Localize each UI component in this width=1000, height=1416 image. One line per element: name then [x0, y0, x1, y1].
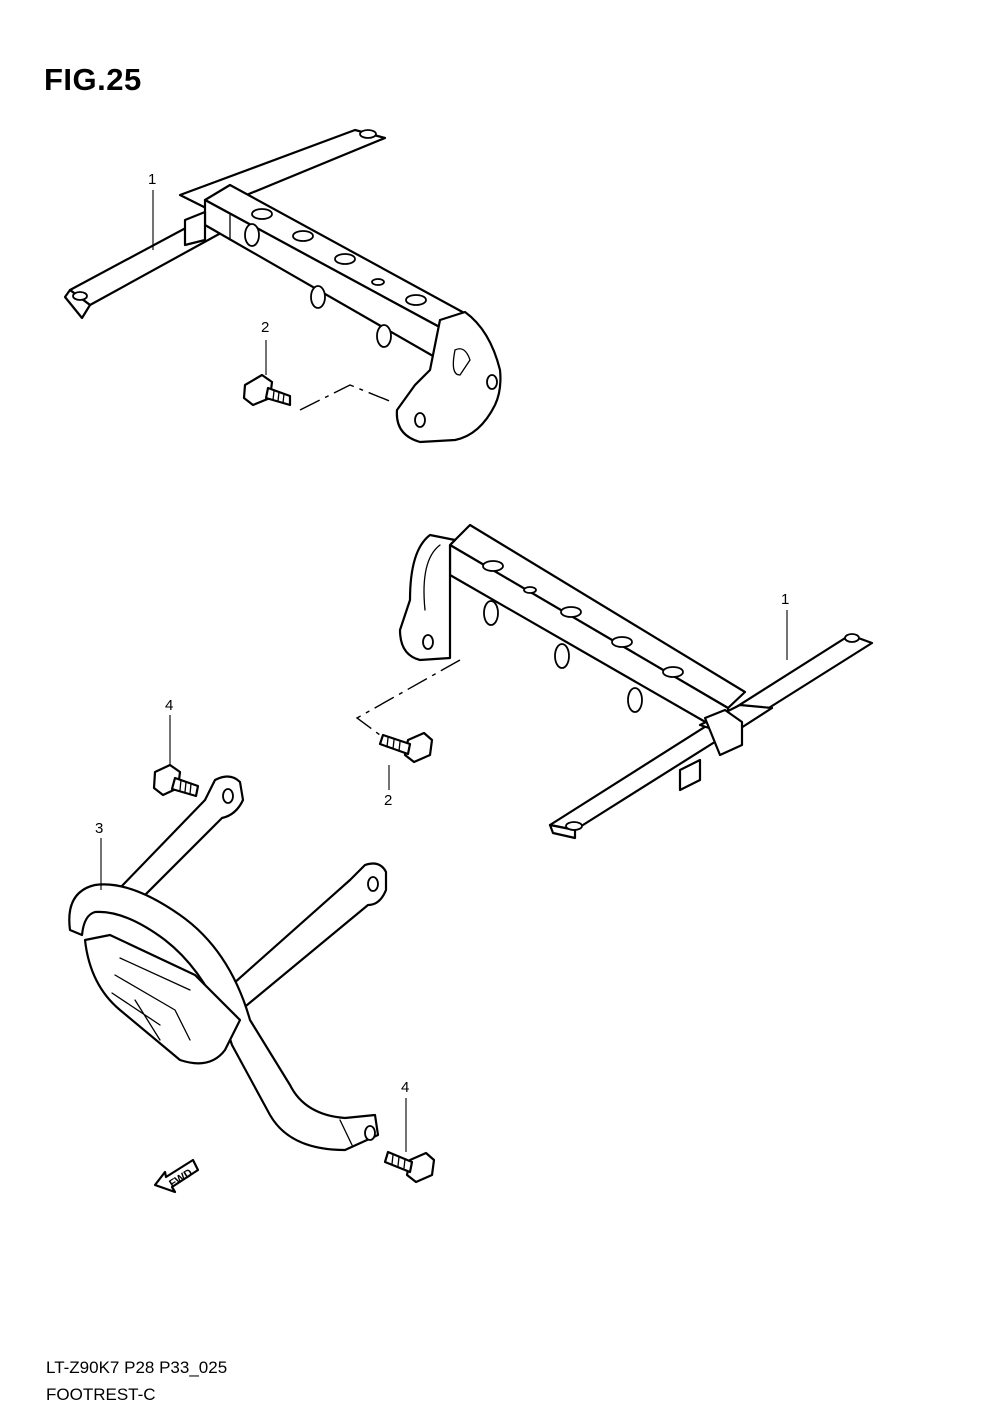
callout-4-upper: 4	[165, 697, 173, 714]
footrest-bracket-upper	[63, 128, 502, 444]
footer-assembly-name: FOOTREST-C	[46, 1385, 156, 1404]
callout-2-upper: 2	[261, 319, 269, 336]
fwd-direction-arrow	[153, 1158, 200, 1194]
footer-diagram-code: LT-Z90K7 P28 P33_025	[46, 1358, 228, 1377]
figure-title: FIG.25	[44, 62, 142, 97]
flange-bolt-guard-lower	[383, 1150, 436, 1184]
flange-bolt-guard-upper	[152, 763, 200, 798]
callout-1-lower: 1	[781, 591, 789, 608]
callout-2-lower: 2	[384, 792, 392, 809]
flange-bolt-lower	[378, 731, 434, 764]
callout-1-upper: 1	[148, 171, 156, 188]
callout-4-lower: 4	[401, 1079, 409, 1096]
front-guard	[68, 775, 388, 1152]
footrest-bracket-lower	[398, 523, 874, 840]
callout-3: 3	[95, 820, 103, 837]
flange-bolt-upper	[242, 373, 292, 407]
